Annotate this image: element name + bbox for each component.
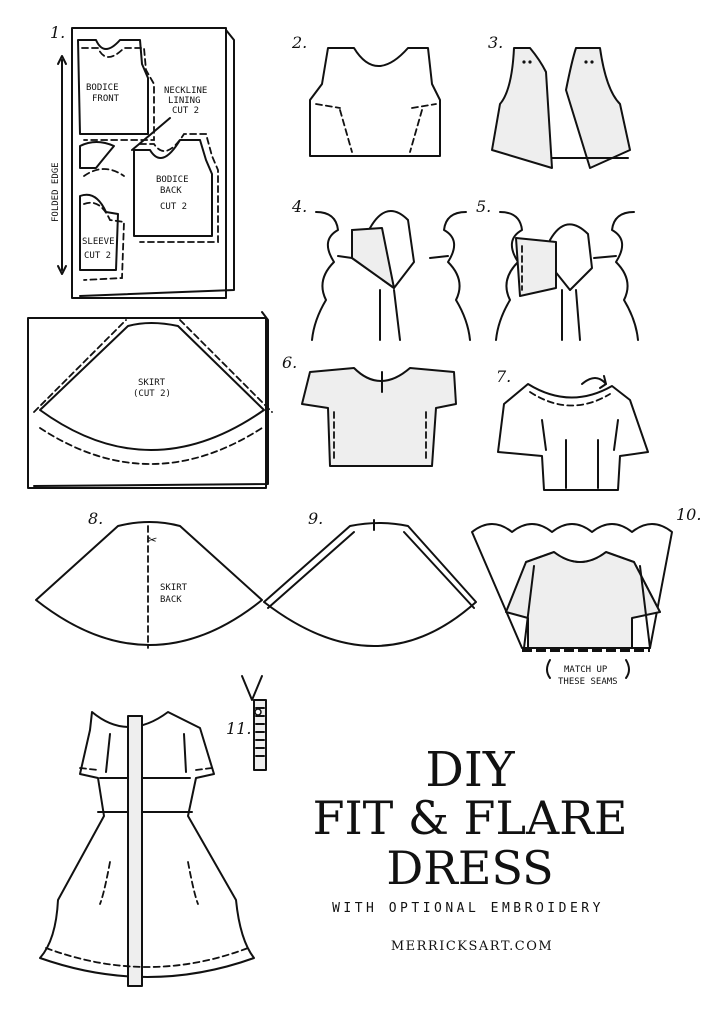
label-sleeve-2: CUT 2 bbox=[84, 251, 111, 261]
step-7-neckline-lining: 7. bbox=[496, 367, 649, 491]
step-number-2: 2. bbox=[291, 33, 307, 52]
label-match-up-1: MATCH UP bbox=[564, 665, 608, 675]
skirt-pattern-layout: SKIRT (CUT 2) bbox=[27, 311, 273, 489]
finished-dress bbox=[39, 711, 255, 987]
step-number-11: 11. bbox=[226, 719, 251, 738]
label-folded-edge: FOLDED EDGE bbox=[51, 162, 61, 222]
step-1-pattern-layout: 1. BODICE FRONT NECKLINE LINING CUT 2 BO… bbox=[50, 23, 235, 299]
curved-arrow bbox=[581, 377, 607, 385]
bodice-right-half bbox=[565, 47, 631, 169]
step-number-4: 4. bbox=[291, 197, 307, 216]
neckline-lining-piece bbox=[79, 141, 115, 169]
title-line-2: FIT & FLARE bbox=[313, 791, 628, 845]
sleeve-shape-sewn bbox=[515, 237, 557, 297]
label-bodice-back-3: CUT 2 bbox=[160, 202, 187, 212]
title-block: DIY FIT & FLARE DRESS WITH OPTIONAL EMBR… bbox=[313, 742, 628, 954]
label-skirt-1: SKIRT bbox=[138, 378, 166, 388]
label-bodice-front-2: FRONT bbox=[92, 94, 120, 104]
label-match-up-2: THESE SEAMS bbox=[558, 677, 618, 687]
fabric-sheet bbox=[71, 27, 227, 299]
zipper-strip bbox=[127, 715, 143, 987]
bodice-front-shape bbox=[309, 47, 441, 157]
sleeve-piece bbox=[79, 193, 119, 271]
step-5-sew-sleeve: 5. bbox=[476, 197, 639, 341]
bodice-left-half bbox=[491, 47, 553, 169]
step-11-zipper-finished-dress: 11. bbox=[39, 675, 267, 987]
subtitle: WITH OPTIONAL EMBROIDERY bbox=[332, 901, 604, 916]
label-skirt-2: (CUT 2) bbox=[133, 389, 171, 399]
label-bodice-front-1: BODICE bbox=[86, 83, 119, 93]
website: MERRICKSART.COM bbox=[391, 939, 553, 954]
scissors-icon: ✂ bbox=[146, 533, 157, 547]
step-6-bodice-with-sleeves: 6. bbox=[282, 353, 457, 467]
step-number-6: 6. bbox=[282, 353, 297, 372]
label-neckline-lining-3: CUT 2 bbox=[172, 106, 199, 116]
skirt-back-shape bbox=[35, 521, 263, 646]
step-10-attach-skirt: 10. MATCH UP THESE SEAMS bbox=[471, 505, 701, 687]
step-number-5: 5. bbox=[476, 197, 491, 216]
step-9-skirt-hem: 9. bbox=[263, 509, 477, 647]
step-2-bodice-front: 2. bbox=[291, 33, 441, 157]
bodice-back-piece bbox=[133, 139, 213, 237]
label-skirt-back-1: SKIRT bbox=[160, 583, 188, 593]
step-4-attach-sleeve: 4. bbox=[291, 197, 471, 341]
skirt-piece bbox=[39, 322, 265, 451]
step-number-7: 7. bbox=[496, 367, 511, 386]
step-number-10: 10. bbox=[676, 505, 701, 524]
label-bodice-back-2: BACK bbox=[160, 186, 182, 196]
step-number-3: 3. bbox=[488, 33, 503, 52]
step-3-bodice-open: 3. bbox=[488, 33, 631, 169]
step-number-9: 9. bbox=[308, 509, 323, 528]
title-line-1: DIY bbox=[425, 742, 515, 798]
dress-outline bbox=[39, 711, 255, 978]
step-number-1: 1. bbox=[50, 23, 65, 42]
pointer-arrow bbox=[131, 117, 171, 151]
bodice-neckline-shape bbox=[497, 383, 649, 491]
step-number-8: 8. bbox=[88, 509, 103, 528]
skirt-fabric-sheet bbox=[27, 317, 267, 489]
label-skirt-back-2: BACK bbox=[160, 595, 182, 605]
zipper-icon bbox=[241, 675, 267, 771]
label-neckline-lining-1: NECKLINE bbox=[164, 86, 207, 96]
bodice-with-sleeves-shape bbox=[301, 367, 457, 467]
label-bodice-back-1: BODICE bbox=[156, 175, 189, 185]
bodice-front-piece bbox=[77, 39, 149, 135]
title-line-3: DRESS bbox=[386, 841, 553, 895]
step-8-skirt-back: 8. SKIRT BACK ✂ bbox=[35, 509, 263, 649]
label-neckline-lining-2: LINING bbox=[168, 96, 201, 106]
label-sleeve-1: SLEEVE bbox=[82, 237, 115, 247]
